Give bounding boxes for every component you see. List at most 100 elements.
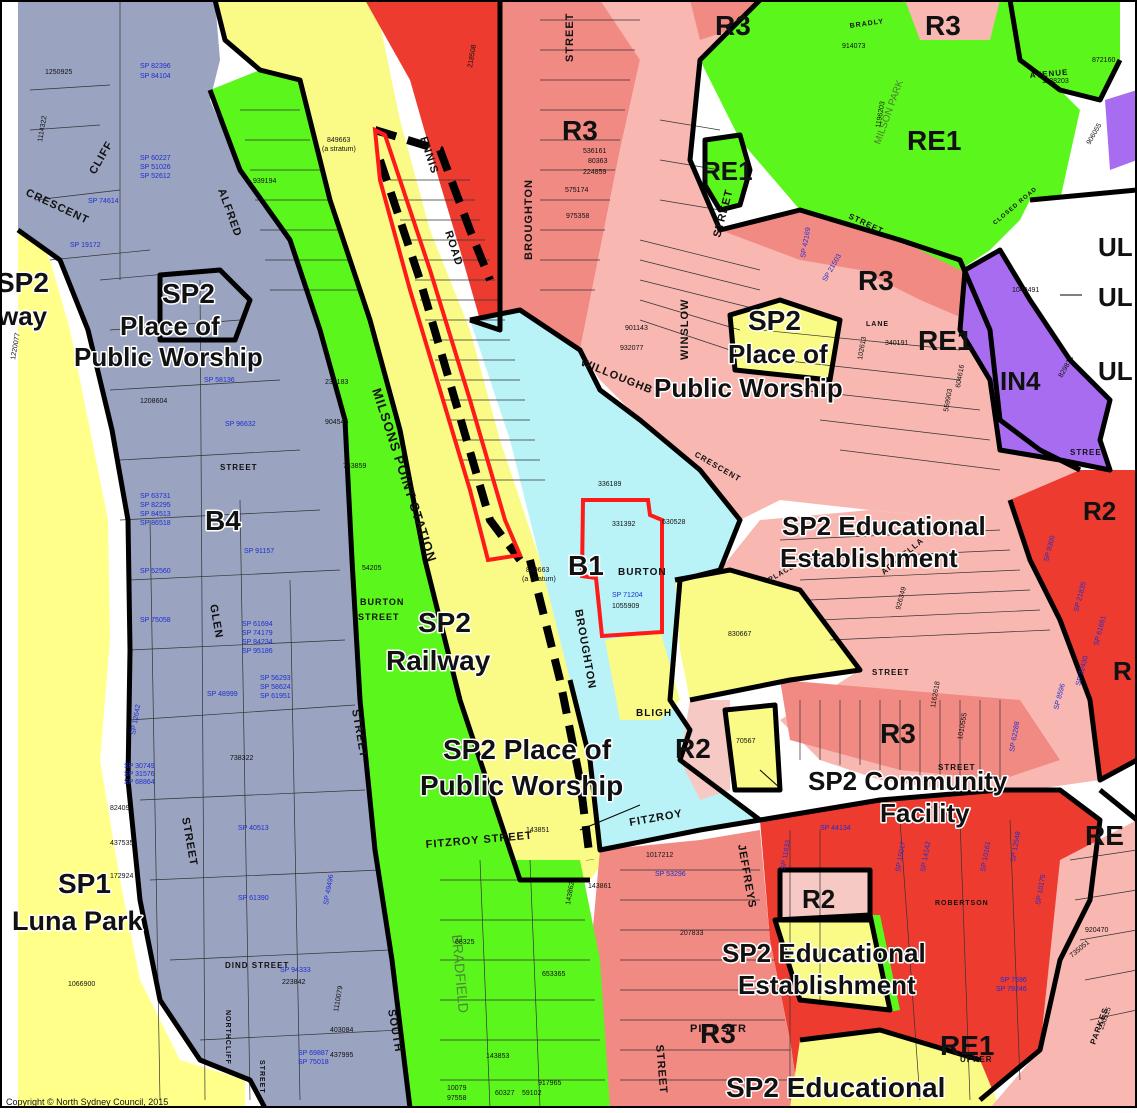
- lot-label: 653365: [542, 971, 565, 978]
- zone-ul[interactable]: [990, 190, 1137, 440]
- zone-sp2-worship-right[interactable]: [730, 300, 840, 380]
- zone-b4[interactable]: [18, 0, 410, 1108]
- zone-label-ul-2: UL: [1098, 282, 1133, 312]
- subject-site-railway[interactable]: [372, 126, 523, 563]
- lot-label: 1114322: [37, 115, 48, 142]
- lot-label: 236183: [325, 379, 348, 386]
- lot-label: 1055909: [612, 603, 639, 610]
- zone-label-re-partial: RE: [1085, 820, 1124, 851]
- lot-label: 331392: [612, 521, 635, 528]
- zone-sp2-yellow-830667[interactable]: [675, 570, 860, 700]
- zone-r2-center[interactable]: [680, 700, 730, 800]
- street-bligh: BLIGH: [636, 708, 672, 719]
- zone-label-sp1-l2: Luna Park: [12, 906, 144, 936]
- zone-sp2-educational-bottom[interactable]: [790, 1030, 1000, 1108]
- zone-r2-lower[interactable]: [780, 870, 870, 920]
- zone-sp2-railway[interactable]: [215, 0, 605, 880]
- lot-label: SP 84104: [140, 73, 171, 80]
- lot-label: 1220077: [10, 332, 22, 360]
- zone-label-r3-upper-mid: R3: [562, 115, 598, 146]
- lot-label: SP 75058: [140, 617, 171, 624]
- lot-label: 172924: [110, 873, 133, 880]
- lot-label: 82409: [110, 805, 130, 812]
- street-pitt: PITT STR: [690, 1023, 747, 1035]
- zone-re1-top[interactable]: [700, 0, 1080, 270]
- zone-label-sp2-worship-right-l1: Place of: [728, 339, 828, 369]
- lot-label: 630528: [662, 519, 685, 526]
- lot-label: 1250925: [45, 69, 72, 76]
- zone-label-r2-right: R2: [1083, 496, 1116, 526]
- zone-r3-jeffreys[interactable]: [590, 830, 800, 1108]
- zone-r3-top[interactable]: [500, 0, 650, 350]
- lot-label: 738322: [230, 755, 253, 762]
- zone-sp2-worship-center[interactable]: [605, 630, 680, 720]
- zone-sp2-educational-lower[interactable]: [775, 915, 890, 1010]
- lot-label: 207833: [680, 930, 703, 937]
- lot-label: SP 74179: [242, 630, 273, 637]
- zone-sp1-luna-park[interactable]: [18, 0, 245, 1108]
- lot-label: 1066900: [68, 981, 95, 988]
- zone-re1-small[interactable]: [705, 135, 750, 210]
- lot-label: 1110079: [333, 985, 344, 1012]
- zone-r3-top-corner[interactable]: [690, 0, 760, 40]
- lot-label: 1040491: [1012, 287, 1039, 294]
- lot-label: SP 19172: [70, 242, 101, 249]
- subject-site-outlines: [372, 126, 664, 639]
- zone-boundaries: [16, 0, 1137, 1110]
- lot-label: 80363: [588, 158, 608, 165]
- lot-label: SP 51026: [140, 164, 171, 171]
- leader-lines: [579, 294, 1082, 831]
- zone-label-sp2-educational-lower-l1: SP2 Educational: [722, 938, 926, 968]
- zone-b1[interactable]: [470, 310, 760, 850]
- street-broughton-top: BROUGHTON: [523, 179, 535, 260]
- zone-in4-top[interactable]: [1105, 90, 1137, 170]
- zone-sp2-community[interactable]: [725, 705, 780, 790]
- lot-label: 10079: [447, 1085, 467, 1092]
- lot-label: 54205: [362, 565, 382, 572]
- lot-label: 223842: [282, 979, 305, 986]
- lot-label: 1162618: [930, 681, 942, 709]
- street-bradfield: BRADFIELD: [449, 934, 472, 1014]
- zone-label-sp2-railway-center-l2: Railway: [386, 645, 491, 676]
- lot-label: 932077: [620, 345, 643, 352]
- zone-label-re1-mid: RE1: [918, 325, 972, 356]
- zone-label-re1-small: RE1: [702, 156, 753, 186]
- lot-label: 1196203: [875, 101, 887, 129]
- street-avenue: AVENUE: [1029, 68, 1068, 80]
- zone-r3-bottom-right[interactable]: [990, 820, 1137, 1108]
- copyright-text: Copyright © North Sydney Council, 2015: [6, 1097, 169, 1107]
- lot-label: SP 52612: [140, 173, 171, 180]
- lot-label: SP 63731: [140, 493, 171, 500]
- lot-label: SP 95186: [242, 648, 273, 655]
- lot-label: 97558: [447, 1095, 467, 1102]
- lot-label: (a stratum): [322, 146, 356, 153]
- street-robertson: ROBERTSON: [935, 900, 989, 907]
- parcel-lines: [29, 0, 1137, 1109]
- lot-label: 849663: [327, 137, 350, 144]
- lot-label: SP 94333: [280, 967, 311, 974]
- lot-label: 975358: [566, 213, 589, 220]
- street-street-northcliff: STREET: [258, 1060, 265, 1094]
- zone-label-ul-3: UL: [1098, 356, 1133, 386]
- lot-label: SP 69887: [298, 1050, 329, 1057]
- lot-label: SP 30749: [124, 763, 155, 770]
- zone-r3-center[interactable]: [720, 210, 990, 330]
- zone-r4-right[interactable]: [1010, 470, 1137, 780]
- subject-site-burton[interactable]: [579, 498, 664, 639]
- zone-re1-bradfield[interactable]: [420, 860, 610, 1108]
- zone-label-sp2-railway-center-code: SP2: [418, 607, 471, 638]
- street-burton: BURTON: [618, 567, 667, 578]
- zone-label-re1-top: RE1: [907, 125, 961, 156]
- street-street-top: STREET: [564, 13, 576, 62]
- zone-label-in4: IN4: [1000, 366, 1041, 396]
- zone-r3-top-right-corner[interactable]: [905, 0, 1000, 40]
- lot-label: 830667: [728, 631, 751, 638]
- zone-label-re1-bottom: RE1: [940, 1030, 994, 1061]
- zone-re1-top-right[interactable]: [1010, 0, 1120, 100]
- lot-label: SP 84234: [242, 639, 273, 646]
- zone-r4-ennis[interactable]: [365, 0, 500, 330]
- zone-label-sp2-worship-left-l1: Place of: [120, 311, 220, 341]
